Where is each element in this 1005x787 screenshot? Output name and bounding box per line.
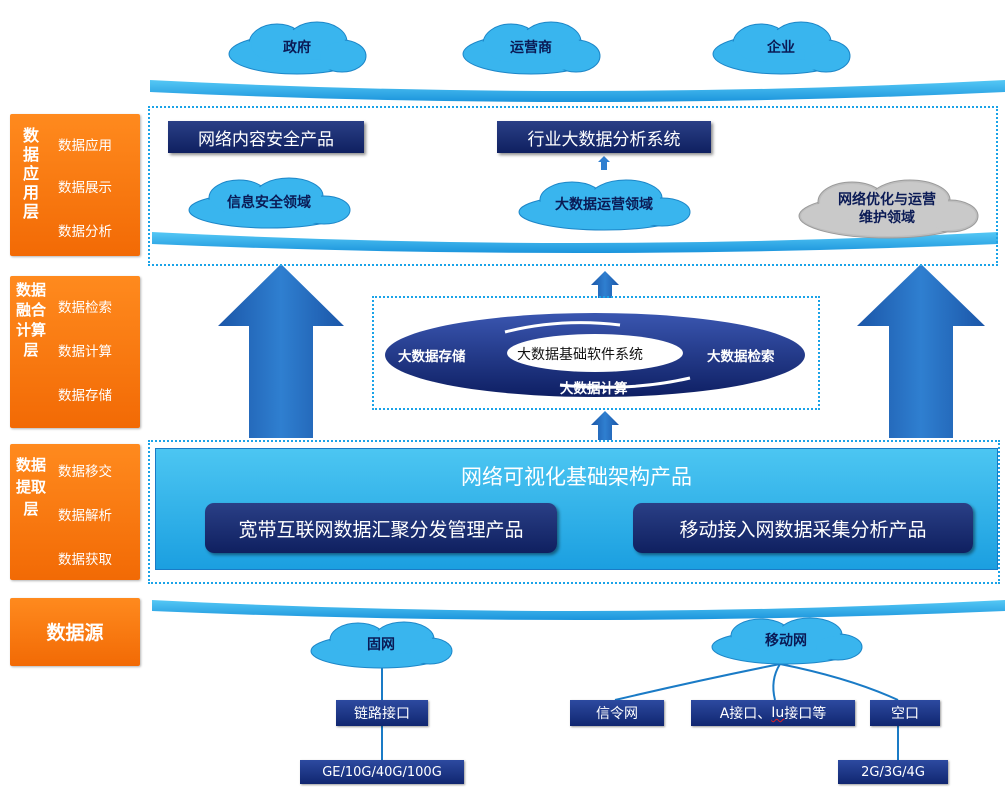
cloud-operator: 运营商 bbox=[456, 18, 606, 78]
app-small-arrow bbox=[598, 156, 610, 170]
layer-extraction: 数据提取层 数据移交 数据解析 数据获取 bbox=[10, 444, 140, 580]
a-iu-marked: Iu bbox=[771, 705, 785, 721]
center-up-arrow-top bbox=[591, 271, 619, 298]
fixed-speeds-box: GE/10G/40G/100G bbox=[300, 760, 464, 784]
fusion-storage-label: 大数据存储 bbox=[398, 349, 466, 365]
cloud-operator-label: 运营商 bbox=[510, 40, 552, 56]
mobile-gens-box: 2G/3G/4G bbox=[838, 760, 948, 784]
cloud-info-security-label: 信息安全领域 bbox=[227, 195, 311, 211]
cloud-bigdata-ops: 大数据运营领域 bbox=[514, 176, 694, 234]
fusion-retrieval-label: 大数据检索 bbox=[707, 349, 775, 365]
network-visualization-title: 网络可视化基础架构产品 bbox=[461, 465, 692, 489]
cloud-mobile-network-label: 移动网 bbox=[765, 633, 807, 649]
layer-extraction-item: 数据解析 bbox=[58, 508, 112, 524]
layer-fusion-item: 数据存储 bbox=[58, 388, 112, 404]
center-up-arrow-bottom bbox=[591, 411, 619, 440]
layer-fusion-item: 数据检索 bbox=[58, 300, 112, 316]
layer-extraction-item: 数据移交 bbox=[58, 464, 112, 480]
fusion-ring-inner bbox=[507, 334, 683, 372]
cloud-info-security: 信息安全领域 bbox=[184, 174, 354, 232]
product-content-security: 网络内容安全产品 bbox=[168, 121, 364, 153]
link-interface-box: 链路接口 bbox=[336, 700, 428, 726]
app-curved-bar bbox=[152, 232, 998, 253]
signaling-network-box: 信令网 bbox=[570, 700, 664, 726]
layer-fusion-item: 数据计算 bbox=[58, 344, 112, 360]
cloud-network-optimization-label: 网络优化与运营 维护领域 bbox=[792, 176, 982, 242]
layer-application-item: 数据分析 bbox=[58, 224, 112, 240]
air-interface-box: 空口 bbox=[870, 700, 940, 726]
right-up-arrow bbox=[857, 264, 985, 438]
layer-application-item: 数据展示 bbox=[58, 180, 112, 196]
layer-application-title: 数据应用层 bbox=[22, 126, 39, 221]
layer-fusion-title: 数据融合计算层 bbox=[16, 281, 47, 359]
layer-application-item: 数据应用 bbox=[58, 138, 112, 154]
product-broadband-aggregation: 宽带互联网数据汇聚分发管理产品 bbox=[205, 503, 557, 553]
gray-cloud-line1: 网络优化与运营 bbox=[838, 192, 936, 208]
product-mobile-access-collection: 移动接入网数据采集分析产品 bbox=[633, 503, 973, 553]
app-layer-frame bbox=[148, 106, 998, 266]
cloud-enterprise: 企业 bbox=[706, 18, 856, 78]
cloud-bigdata-ops-label: 大数据运营领域 bbox=[555, 197, 653, 213]
cloud-mobile-network: 移动网 bbox=[706, 614, 866, 668]
layer-extraction-title: 数据提取层 bbox=[16, 456, 47, 518]
cloud-fixed-network-label: 固网 bbox=[367, 637, 395, 653]
fusion-compute-label: 大数据计算 bbox=[560, 381, 628, 397]
cloud-government: 政府 bbox=[222, 18, 372, 78]
fusion-center-label: 大数据基础软件系统 bbox=[517, 347, 643, 363]
a-iu-prefix: A接口、 bbox=[719, 706, 772, 722]
cloud-government-label: 政府 bbox=[283, 40, 311, 56]
cloud-enterprise-label: 企业 bbox=[767, 40, 795, 56]
layer-source-title: 数据源 bbox=[46, 622, 104, 644]
layer-fusion: 数据融合计算层 数据检索 数据计算 数据存储 bbox=[10, 276, 140, 428]
layer-application: 数据应用层 数据应用 数据展示 数据分析 bbox=[10, 114, 140, 256]
left-up-arrow bbox=[218, 264, 344, 438]
cloud-network-optimization: 网络优化与运营 维护领域 bbox=[792, 176, 982, 242]
source-curved-bar bbox=[152, 600, 1005, 620]
layer-source: 数据源 bbox=[10, 598, 140, 666]
gray-cloud-line2: 维护领域 bbox=[859, 210, 915, 226]
product-industry-bigdata: 行业大数据分析系统 bbox=[497, 121, 711, 153]
cloud-fixed-network: 固网 bbox=[306, 618, 456, 672]
extraction-layer-frame bbox=[148, 440, 1000, 584]
fusion-layer-frame bbox=[372, 296, 820, 410]
layer-extraction-item: 数据获取 bbox=[58, 552, 112, 568]
top-curved-bar bbox=[150, 80, 1005, 102]
a-iu-suffix: 接口等 bbox=[784, 706, 827, 722]
